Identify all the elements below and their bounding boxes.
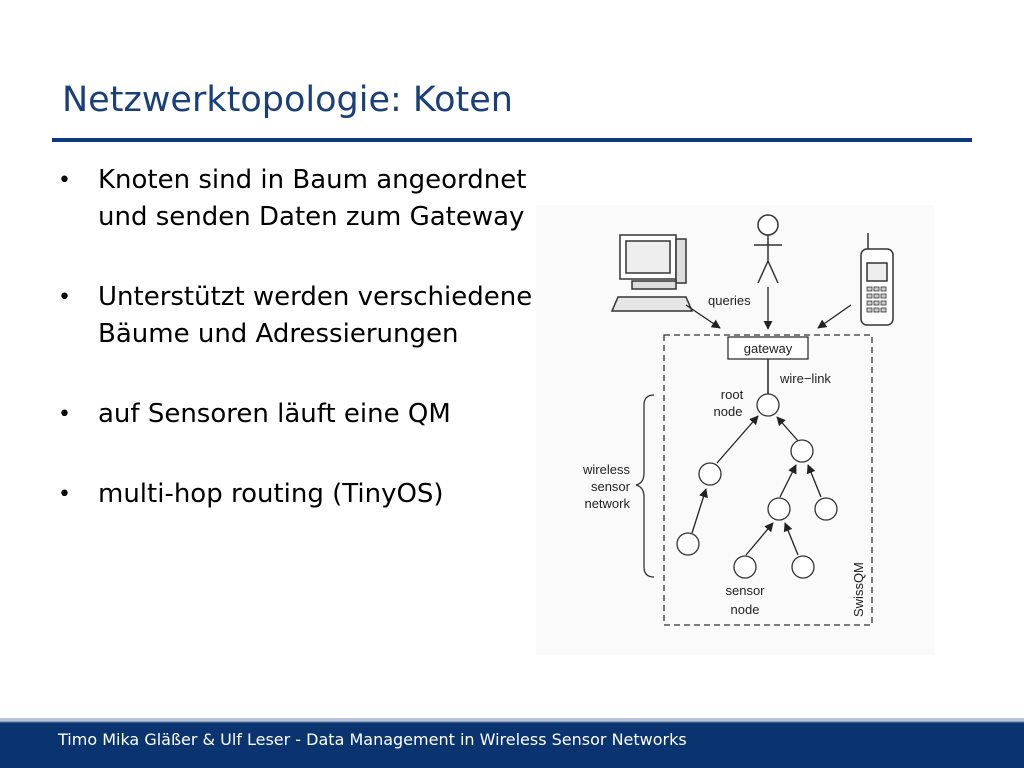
bullet-dot-icon: • [58,168,71,193]
slide-title: Netzwerktopologie: Koten [62,80,513,120]
query-arrows [685,287,852,330]
sensor-node [814,497,838,521]
bullet-text: Knoten sind in Baum angeordnet und sende… [98,165,527,232]
gateway-label: gateway [744,341,793,356]
wsn-label-2: sensor [591,479,631,494]
bullet-dot-icon: • [58,482,71,507]
footer-bar: Timo Mika Gläßer & Ulf Leser - Data Mana… [0,718,1024,768]
sensor-node [791,555,815,579]
tree-edges [691,415,822,556]
network-boundary [663,334,873,626]
root-node-label-2: node [714,404,743,419]
sensor-node [698,462,722,486]
sensor-node [767,497,791,521]
bullet-item: • multi-hop routing (TinyOS) [58,476,538,513]
bullet-item: • Unterstützt werden verschiedene Bäume u… [58,279,538,353]
sensor-network-diagram: queries gateway wire−link root node [536,205,934,655]
wire-link-label: wire−link [779,371,831,386]
bullet-text: auf Sensoren läuft eine QM [98,399,451,429]
bullet-item: • auf Sensoren läuft eine QM [58,396,538,433]
brace-icon [635,394,655,578]
bullet-text: multi-hop routing (TinyOS) [98,479,444,509]
footer-text: Timo Mika Gläßer & Ulf Leser - Data Mana… [58,730,687,749]
sensor-node [676,532,700,556]
root-node-label-1: root [721,387,744,402]
bullet-item: • Knoten sind in Baum angeordnet und send… [58,162,538,236]
root-node [756,393,780,417]
bullet-dot-icon: • [58,402,71,427]
user-icon [754,214,782,284]
bullet-list: • Knoten sind in Baum angeordnet und send… [58,162,538,556]
sensor-node [733,555,757,579]
wsn-label-3: network [584,496,630,511]
sensor-node-label-2: node [731,602,760,617]
swissqm-label: SwissQM [851,562,866,617]
bullet-dot-icon: • [58,285,71,310]
sensor-node-label-1: sensor [725,583,765,598]
title-divider [52,138,972,142]
mobile-phone-icon [860,233,894,326]
computer-icon [610,234,694,312]
queries-label: queries [708,293,751,308]
wsn-label-1: wireless [582,462,630,477]
sensor-node [790,439,814,463]
bullet-text: Unterstützt werden verschiedene Bäume un… [98,282,533,349]
